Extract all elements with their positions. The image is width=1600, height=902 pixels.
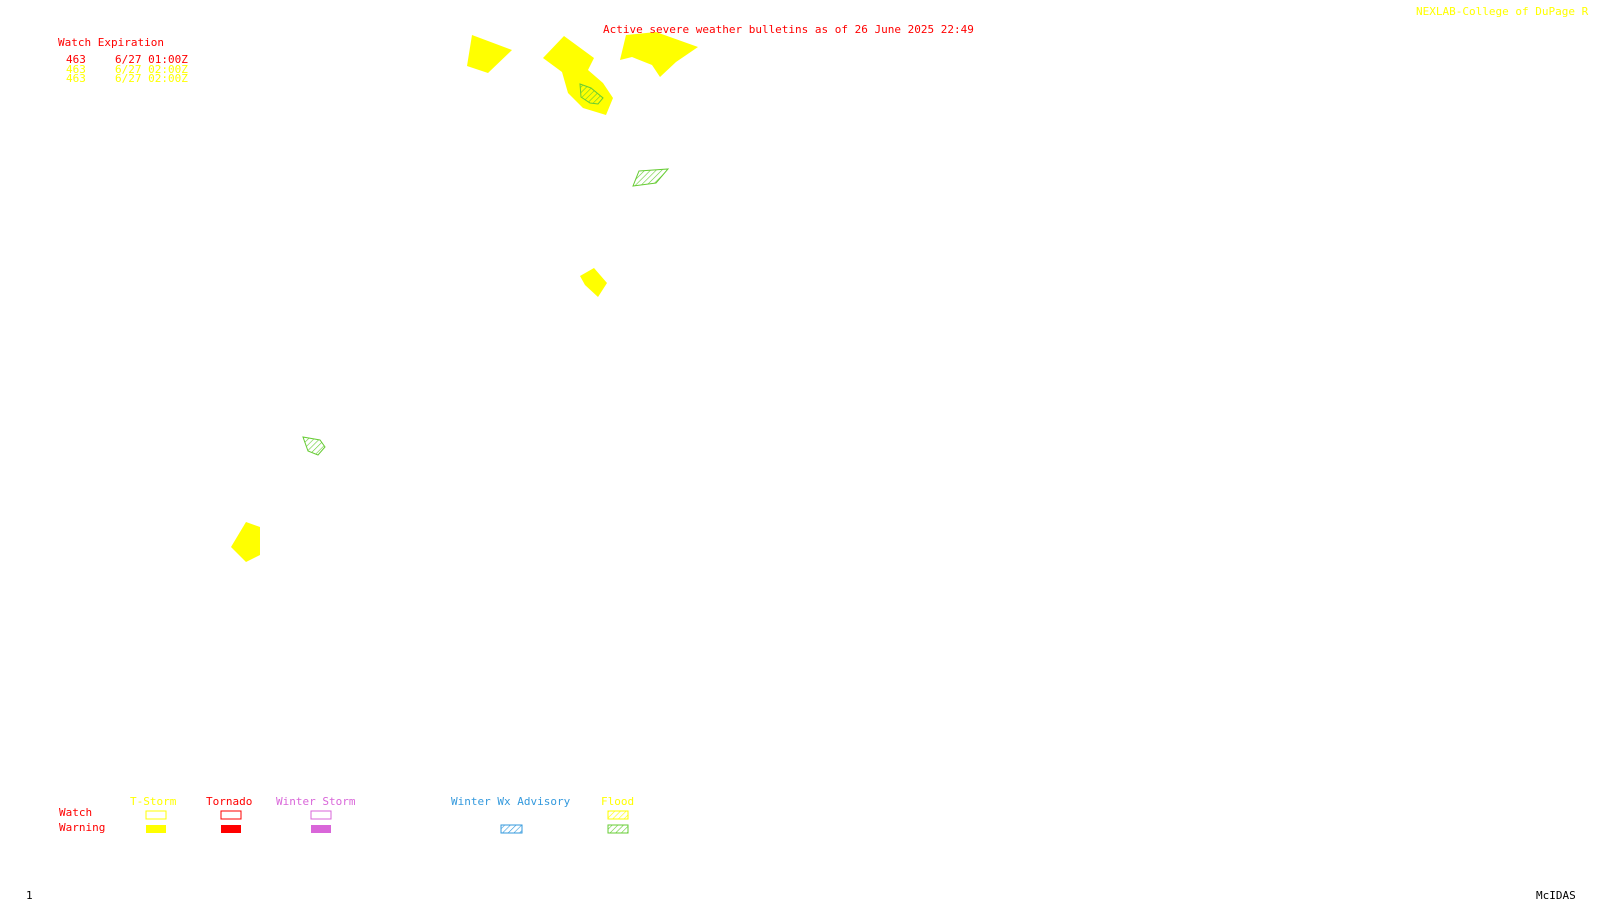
legend-tstorm-label: T-Storm — [130, 795, 177, 808]
legend-winter-advisory-label: Winter Wx Advisory — [451, 795, 571, 808]
watch-time: 6/27 01:00Z — [115, 53, 188, 66]
watch-time: 6/27 02:00Z — [115, 63, 188, 76]
legend-winter-storm-watch-swatch — [310, 810, 332, 820]
tstorm-warning-polygon-5 — [231, 522, 260, 562]
watch-time: 6/27 02:00Z — [115, 72, 188, 85]
software-label: McIDAS — [1536, 889, 1576, 902]
tstorm-warning-polygon-4 — [580, 268, 607, 297]
frame-number: 1 — [26, 889, 33, 902]
watch-number: 463 — [66, 63, 86, 76]
legend-tornado-watch-swatch — [220, 810, 242, 820]
legend-tornado-warning-swatch — [221, 825, 241, 833]
legend-winter-advisory-warning-swatch — [500, 824, 523, 834]
flood-warning-polygon-2 — [632, 168, 670, 187]
watch-number: 463 — [66, 72, 86, 85]
legend-watch-label: Watch — [59, 806, 93, 819]
legend-winter-storm-warning-swatch — [311, 825, 331, 833]
legend-tstorm-watch-swatch — [145, 810, 167, 820]
legend-tstorm-warning-swatch — [146, 825, 166, 833]
legend-flood-warning-swatch — [607, 824, 629, 834]
legend-tornado-label: Tornado — [206, 795, 253, 808]
legend-flood-watch-swatch — [607, 810, 629, 820]
watch-number: 463 — [66, 53, 86, 66]
watch-expiration-heading: Watch Expiration — [58, 36, 164, 49]
credit-label: NEXLAB-College of DuPage R — [1416, 5, 1589, 18]
flood-warning-polygon-1 — [579, 83, 604, 105]
tstorm-warning-polygon-2 — [543, 36, 613, 115]
tstorm-warning-polygon-1 — [467, 35, 512, 73]
legend-flood-label: Flood — [601, 795, 635, 808]
tstorm-warning-polygon-3 — [620, 32, 698, 77]
legend-winter-storm-label: Winter Storm — [276, 795, 356, 808]
flood-warning-polygon-3 — [302, 436, 326, 456]
legend-warning-label: Warning — [59, 821, 106, 834]
bulletin-title: Active severe weather bulletins as of 26… — [603, 23, 974, 36]
